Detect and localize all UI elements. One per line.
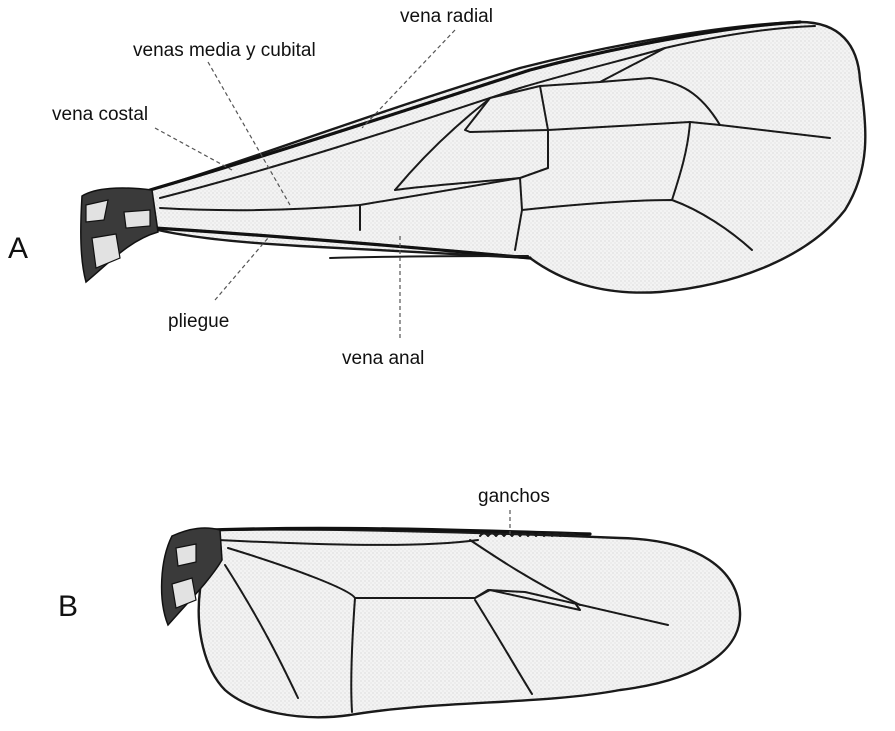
label-vena-anal: vena anal [342, 348, 424, 369]
label-vena-costal: vena costal [52, 104, 148, 125]
label-venas-media-cubital: venas media y cubital [133, 40, 316, 61]
hindwing-base-sclerite [172, 578, 196, 608]
label-pliegue: pliegue [168, 311, 229, 332]
anal-vein-inner [330, 256, 528, 258]
label-vena-radial: vena radial [400, 6, 493, 27]
hindwing-b [162, 528, 740, 717]
label-letter-b: B [58, 590, 78, 623]
forewing-base-sclerite [124, 210, 150, 228]
forewing-base [81, 188, 158, 282]
leader-vena-costal [155, 128, 232, 170]
hindwing-base-sclerite [176, 544, 196, 566]
forewing-a [81, 22, 866, 293]
leader-pliegue [215, 238, 268, 300]
forewing-base-sclerite [92, 234, 120, 268]
label-ganchos: ganchos [478, 486, 550, 507]
label-letter-a: A [8, 232, 28, 265]
